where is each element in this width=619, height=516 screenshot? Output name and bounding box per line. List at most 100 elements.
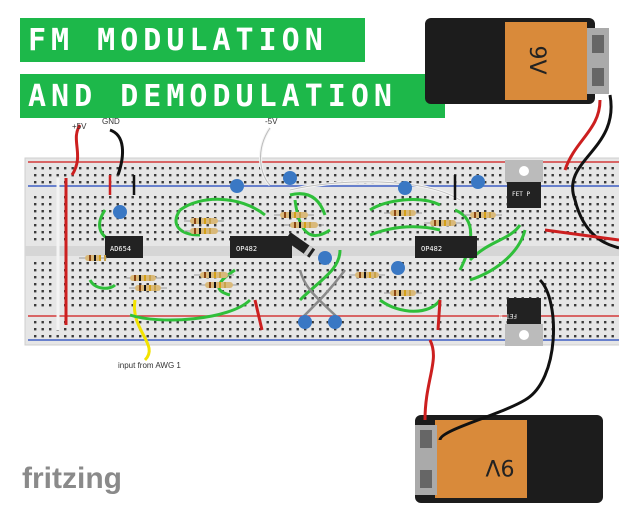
- breadboard-hole: [461, 224, 464, 227]
- breadboard-hole: [499, 174, 502, 177]
- breadboard-hole: [431, 297, 434, 300]
- breadboard-hole: [349, 224, 352, 227]
- breadboard-hole: [304, 297, 307, 300]
- breadboard-hole: [266, 283, 269, 286]
- breadboard-hole: [49, 174, 52, 177]
- breadboard-hole: [379, 276, 382, 279]
- breadboard-hole: [334, 290, 337, 293]
- breadboard-hole: [349, 262, 352, 265]
- breadboard-hole: [131, 262, 134, 265]
- breadboard-hole: [581, 238, 584, 241]
- title-banner-2: AND DEMODULATION: [20, 74, 445, 118]
- breadboard-hole: [364, 297, 367, 300]
- breadboard-hole: [274, 283, 277, 286]
- breadboard-hole: [469, 210, 472, 213]
- breadboard-hole: [521, 231, 524, 234]
- breadboard-hole: [604, 276, 607, 279]
- breadboard-hole: [244, 283, 247, 286]
- breadboard-hole: [514, 217, 517, 220]
- breadboard-hole: [154, 224, 157, 227]
- breadboard-hole: [379, 196, 382, 199]
- breadboard-hole: [379, 262, 382, 265]
- breadboard-hole: [146, 181, 149, 184]
- breadboard-hole: [221, 181, 224, 184]
- breadboard-hole: [154, 335, 157, 338]
- breadboard-hole: [296, 203, 299, 206]
- breadboard-hole: [236, 328, 239, 331]
- resistor: [384, 210, 422, 216]
- breadboard-hole: [311, 174, 314, 177]
- breadboard-hole: [116, 283, 119, 286]
- breadboard-hole: [49, 290, 52, 293]
- breadboard-hole: [326, 238, 329, 241]
- breadboard-hole: [161, 224, 164, 227]
- breadboard-hole: [431, 290, 434, 293]
- breadboard-hole: [431, 174, 434, 177]
- breadboard-hole: [184, 297, 187, 300]
- breadboard-hole: [161, 297, 164, 300]
- breadboard-hole: [206, 181, 209, 184]
- breadboard-hole: [334, 167, 337, 170]
- breadboard-hole: [311, 181, 314, 184]
- breadboard-hole: [79, 335, 82, 338]
- breadboard-hole: [86, 297, 89, 300]
- breadboard-hole: [71, 210, 74, 213]
- resistor: [194, 272, 234, 278]
- breadboard-hole: [401, 328, 404, 331]
- breadboard-hole: [581, 335, 584, 338]
- breadboard-hole: [161, 203, 164, 206]
- breadboard-hole: [131, 269, 134, 272]
- breadboard-hole: [611, 210, 614, 213]
- breadboard-hole: [521, 262, 524, 265]
- breadboard-hole: [334, 238, 337, 241]
- breadboard-hole: [266, 196, 269, 199]
- breadboard-hole: [371, 210, 374, 213]
- breadboard-hole: [161, 304, 164, 307]
- breadboard-hole: [319, 321, 322, 324]
- breadboard-hole: [34, 276, 37, 279]
- breadboard-hole: [139, 210, 142, 213]
- breadboard-hole: [454, 167, 457, 170]
- breadboard-hole: [386, 203, 389, 206]
- breadboard-hole: [71, 167, 74, 170]
- breadboard-hole: [454, 297, 457, 300]
- breadboard-hole: [544, 297, 547, 300]
- grey-wire-1: [299, 269, 346, 321]
- breadboard-hole: [394, 217, 397, 220]
- breadboard-hole: [424, 224, 427, 227]
- breadboard-hole: [139, 262, 142, 265]
- breadboard-hole: [371, 231, 374, 234]
- breadboard-hole: [356, 297, 359, 300]
- breadboard-hole: [364, 203, 367, 206]
- breadboard-hole: [34, 297, 37, 300]
- breadboard-hole: [469, 269, 472, 272]
- breadboard-hole: [34, 167, 37, 170]
- breadboard-hole: [386, 335, 389, 338]
- breadboard-hole: [596, 321, 599, 324]
- breadboard-hole: [229, 321, 232, 324]
- breadboard-hole: [484, 181, 487, 184]
- breadboard-hole: [581, 328, 584, 331]
- breadboard-hole: [296, 196, 299, 199]
- breadboard-hole: [581, 231, 584, 234]
- breadboard-hole: [116, 262, 119, 265]
- breadboard-hole: [79, 181, 82, 184]
- breadboard-hole: [146, 174, 149, 177]
- breadboard-hole: [364, 167, 367, 170]
- breadboard-hole: [394, 276, 397, 279]
- breadboard-hole: [221, 196, 224, 199]
- breadboard-hole: [176, 328, 179, 331]
- breadboard-hole: [611, 328, 614, 331]
- breadboard-hole: [611, 283, 614, 286]
- breadboard-hole: [319, 328, 322, 331]
- breadboard-hole: [41, 328, 44, 331]
- breadboard-hole: [364, 210, 367, 213]
- breadboard-hole: [529, 276, 532, 279]
- breadboard-hole: [356, 283, 359, 286]
- breadboard-hole: [334, 210, 337, 213]
- breadboard-hole: [341, 231, 344, 234]
- breadboard-hole: [169, 217, 172, 220]
- breadboard-hole: [574, 167, 577, 170]
- breadboard-hole: [506, 276, 509, 279]
- breadboard-hole: [589, 238, 592, 241]
